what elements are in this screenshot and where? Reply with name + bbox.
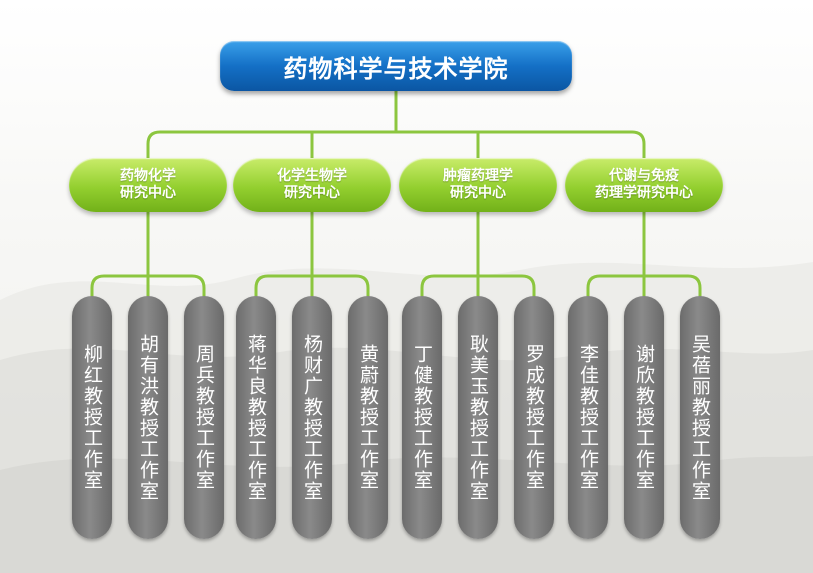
- connector-center-bracket: [146, 130, 646, 160]
- lab-label: 黄蔚教授工作室: [357, 344, 379, 491]
- lab-pill[interactable]: 柳红教授工作室: [72, 296, 112, 539]
- research-center-4[interactable]: 代谢与免疫药理学研究中心: [565, 158, 723, 212]
- lab-pill[interactable]: 杨财广教授工作室: [292, 296, 332, 539]
- research-center-1[interactable]: 药物化学研究中心: [69, 158, 227, 212]
- college-title-box[interactable]: 药物科学与技术学院: [220, 41, 572, 91]
- research-center-3[interactable]: 肿瘤药理学研究中心: [399, 158, 557, 212]
- lab-label: 柳红教授工作室: [81, 344, 103, 491]
- lab-label: 吴蓓丽教授工作室: [689, 333, 711, 502]
- lab-pill[interactable]: 丁健教授工作室: [402, 296, 442, 539]
- lab-pill[interactable]: 胡有洪教授工作室: [128, 296, 168, 539]
- lab-pill[interactable]: 黄蔚教授工作室: [348, 296, 388, 539]
- lab-label: 丁健教授工作室: [411, 344, 433, 491]
- research-center-name: 肿瘤药理学: [443, 168, 513, 184]
- lab-pill[interactable]: 耿美玉教授工作室: [458, 296, 498, 539]
- research-center-subtitle: 研究中心: [120, 185, 176, 201]
- lab-label: 蒋华良教授工作室: [245, 333, 267, 502]
- research-center-subtitle: 药理学研究中心: [595, 185, 693, 201]
- lab-pill[interactable]: 罗成教授工作室: [514, 296, 554, 539]
- lab-pill[interactable]: 谢欣教授工作室: [624, 296, 664, 539]
- lab-pill[interactable]: 周兵教授工作室: [184, 296, 224, 539]
- lab-label: 胡有洪教授工作室: [137, 333, 159, 502]
- lab-label: 耿美玉教授工作室: [467, 333, 489, 502]
- research-center-2[interactable]: 化学生物学研究中心: [233, 158, 391, 212]
- research-center-subtitle: 研究中心: [450, 185, 506, 201]
- lab-label: 罗成教授工作室: [523, 344, 545, 491]
- lab-pill[interactable]: 蒋华良教授工作室: [236, 296, 276, 539]
- research-center-name: 化学生物学: [277, 168, 347, 184]
- research-center-subtitle: 研究中心: [284, 185, 340, 201]
- lab-label: 谢欣教授工作室: [633, 344, 655, 491]
- lab-pill[interactable]: 李佳教授工作室: [568, 296, 608, 539]
- lab-label: 杨财广教授工作室: [301, 333, 323, 502]
- research-center-name: 药物化学: [120, 168, 176, 184]
- lab-label: 周兵教授工作室: [193, 344, 215, 491]
- college-title: 药物科学与技术学院: [283, 54, 509, 83]
- research-center-name: 代谢与免疫: [609, 168, 679, 184]
- lab-pill[interactable]: 吴蓓丽教授工作室: [680, 296, 720, 539]
- lab-label: 李佳教授工作室: [577, 344, 599, 491]
